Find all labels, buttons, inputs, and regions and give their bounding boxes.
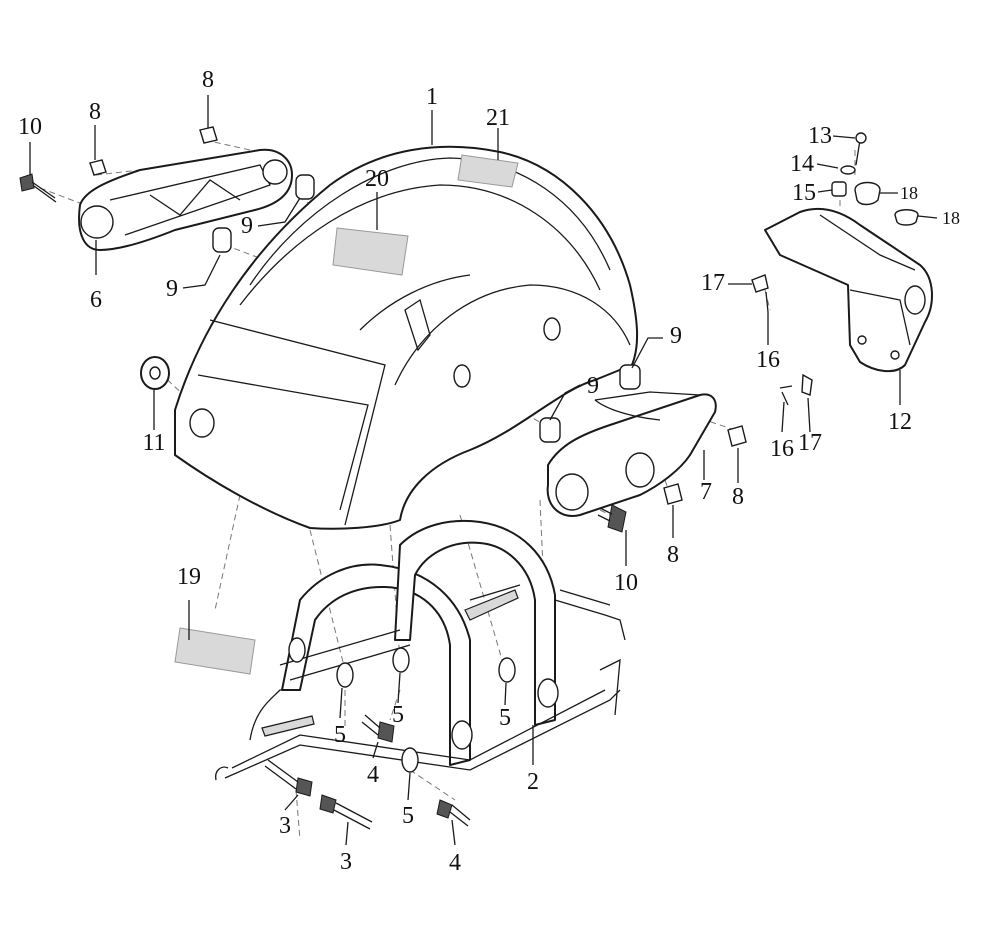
callout-8: 8	[202, 67, 214, 93]
callout-9: 9	[587, 373, 599, 399]
license-plate-bracket	[764, 207, 933, 373]
callout-17: 17	[798, 430, 822, 456]
callout-17: 17	[701, 270, 725, 296]
callout-5: 5	[334, 722, 346, 748]
callout-6: 6	[90, 287, 102, 313]
callout-4: 4	[367, 762, 379, 788]
callout-5: 5	[392, 702, 404, 728]
callout-1: 1	[426, 84, 438, 110]
callout-8: 8	[89, 99, 101, 125]
fasteners	[19, 126, 919, 830]
callout-2: 2	[527, 769, 539, 795]
callout-16: 16	[770, 436, 794, 462]
warning-label-plate	[174, 627, 256, 675]
callout-leader-lines	[29, 95, 938, 846]
callout-15: 15	[792, 180, 816, 206]
callout-5: 5	[402, 803, 414, 829]
right-fender-bracket	[546, 391, 717, 517]
callout-18: 18	[900, 183, 918, 203]
callout-9: 9	[241, 213, 253, 239]
callout-8: 8	[667, 542, 679, 568]
callout-20: 20	[365, 166, 389, 192]
callout-10: 10	[18, 114, 42, 140]
callout-10: 10	[614, 570, 638, 596]
fender-support-frame	[215, 519, 626, 781]
callout-7: 7	[700, 479, 712, 505]
callout-9: 9	[166, 276, 178, 302]
callout-13: 13	[808, 123, 832, 149]
rear-fender	[174, 145, 639, 530]
callout-18: 18	[942, 208, 960, 228]
callout-12: 12	[888, 409, 912, 435]
callout-16: 16	[756, 347, 780, 373]
callout-8: 8	[732, 484, 744, 510]
left-fender-bracket	[78, 148, 293, 251]
callout-11: 11	[142, 430, 166, 456]
callout-5: 5	[499, 705, 511, 731]
callout-9: 9	[670, 323, 682, 349]
callout-3: 3	[279, 813, 291, 839]
callout-3: 3	[340, 849, 352, 875]
callout-4: 4	[449, 850, 461, 876]
callout-14: 14	[790, 151, 814, 177]
callout-21: 21	[486, 105, 510, 131]
callout-19: 19	[177, 564, 201, 590]
